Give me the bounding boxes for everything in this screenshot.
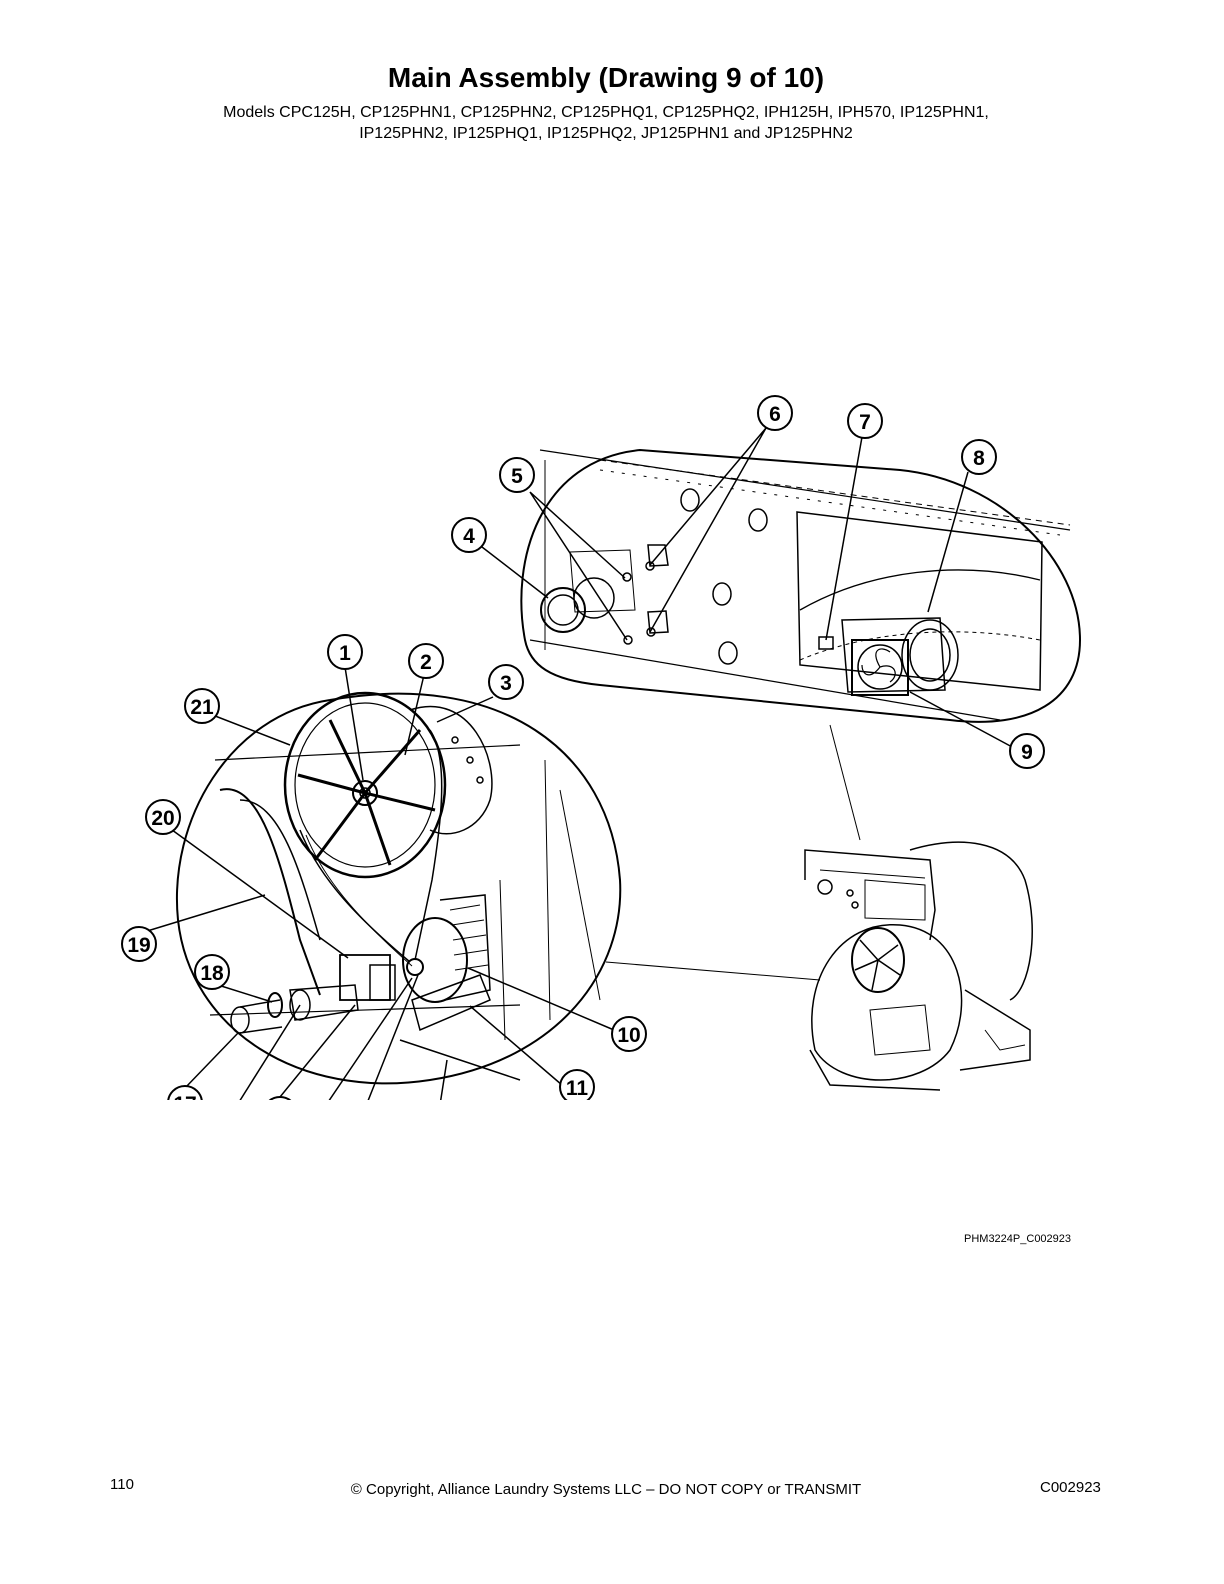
leader-lines	[143, 427, 1015, 1100]
document-code: C002923	[1040, 1479, 1101, 1496]
callout-1: 1	[327, 634, 363, 670]
callout-17: 17	[167, 1085, 203, 1100]
callout-7: 7	[847, 403, 883, 439]
overall-machine-view	[804, 841, 1033, 1091]
callout-4: 4	[451, 517, 487, 553]
callout-9: 9	[1009, 733, 1045, 769]
detail-circle-drive	[175, 691, 622, 1085]
svg-text:4: 4	[463, 525, 475, 548]
svg-text:1: 1	[339, 642, 351, 665]
models-line-1: Models CPC125H, CP125PHN1, CP125PHN2, CP…	[223, 104, 989, 121]
svg-text:7: 7	[859, 411, 871, 434]
detail-oval-panel	[520, 448, 1082, 723]
svg-text:10: 10	[617, 1024, 640, 1047]
callout-5: 5	[499, 457, 535, 493]
callout-20: 20	[145, 799, 181, 835]
svg-text:9: 9	[1021, 741, 1033, 764]
page-title: Main Assembly (Drawing 9 of 10)	[387, 62, 825, 93]
models-line-2: IP125PHN2, IP125PHQ1, IP125PHQ2, JP125PH…	[359, 125, 853, 142]
callout-bubbles: 1 2 3 4 5 6 7 8 9 10 11 12 13 14 15 16 1…	[121, 395, 1045, 1100]
svg-text:18: 18	[200, 962, 224, 985]
callout-11: 11	[559, 1069, 595, 1100]
svg-text:5: 5	[511, 465, 523, 488]
callout-2: 2	[408, 643, 444, 679]
drawing-id: PHM3224P_C002923	[964, 1233, 1072, 1245]
callout-19: 19	[121, 926, 157, 962]
callout-6: 6	[757, 395, 793, 431]
svg-text:2: 2	[420, 651, 432, 674]
page-number: 110	[110, 1476, 134, 1493]
svg-text:20: 20	[151, 807, 174, 830]
callout-15: 15	[268, 1096, 292, 1100]
main-assembly-drawing: 1 2 3 4 5 6 7 8 9 10 11 12 13 14 15 16 1…	[121, 395, 1082, 1100]
callout-8: 8	[961, 439, 997, 475]
callout-21: 21	[184, 688, 220, 724]
svg-text:3: 3	[500, 672, 512, 695]
svg-text:19: 19	[127, 934, 150, 957]
svg-text:17: 17	[173, 1093, 196, 1100]
svg-text:21: 21	[190, 696, 214, 719]
callout-3: 3	[488, 664, 524, 700]
svg-text:11: 11	[566, 1077, 589, 1100]
copyright-notice: © Copyright, Alliance Laundry Systems LL…	[350, 1481, 862, 1498]
svg-text:8: 8	[973, 447, 985, 470]
svg-text:6: 6	[769, 403, 781, 426]
callout-18: 18	[194, 954, 230, 990]
callout-10: 10	[611, 1016, 647, 1052]
